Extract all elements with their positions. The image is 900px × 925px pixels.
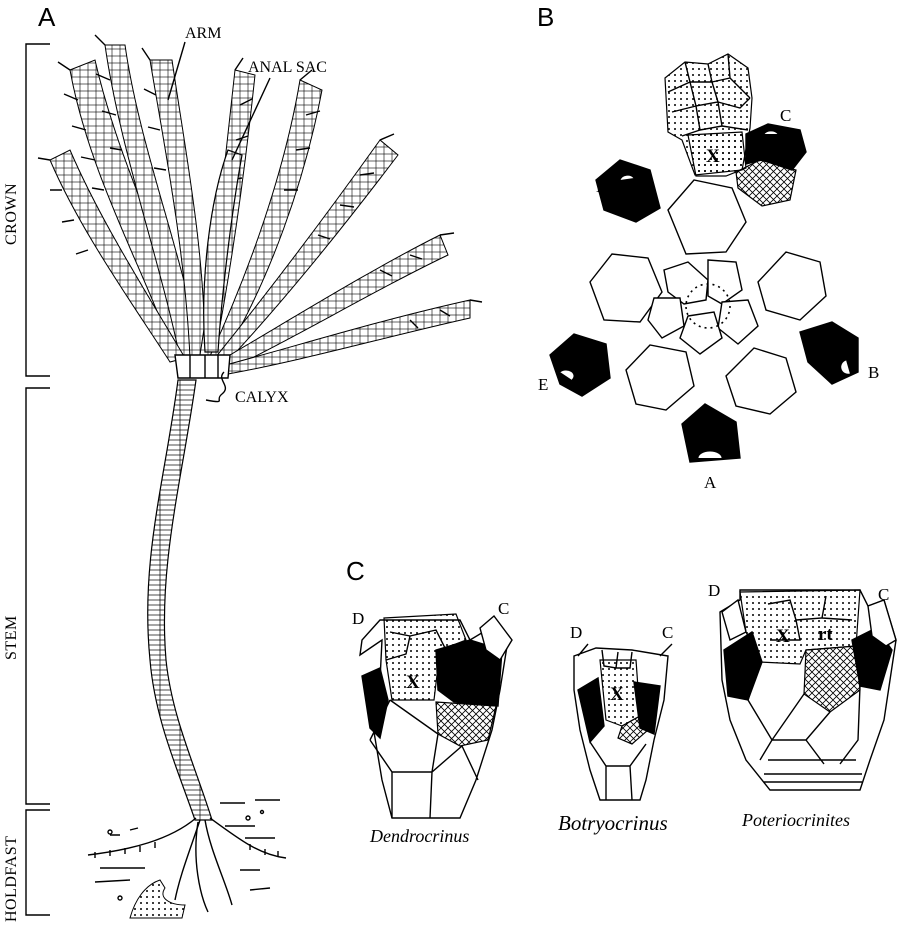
panel-c-letter: C: [346, 556, 365, 586]
ray-a-label: A: [704, 473, 717, 492]
anal-series: X: [664, 53, 797, 207]
ray-d: D: [595, 159, 661, 223]
calyx-label: CALYX: [235, 389, 289, 406]
dendrocrinus-c-label: C: [498, 599, 509, 618]
botryocrinus-x: X: [610, 684, 624, 705]
holdfast-label: HOLDFAST: [3, 836, 20, 922]
anal-sac-leader: [231, 77, 271, 161]
panel-b-letter: B: [537, 2, 554, 32]
ray-c: C: [745, 106, 807, 171]
crown-arms: [37, 34, 483, 375]
panel-b-x-plate: X: [706, 146, 720, 167]
calyx-plates: [589, 179, 827, 415]
dendrocrinus-name: Dendrocrinus: [369, 826, 469, 846]
poteriocrinites-x: X: [776, 626, 790, 647]
ray-e-label: E: [538, 375, 548, 394]
calyx: [174, 354, 231, 379]
calyx-brace: [205, 371, 227, 403]
ray-b-label: B: [868, 363, 879, 382]
dendrocrinus-d-label: D: [352, 609, 364, 628]
botryocrinus-calyx: X D C Botryocrinus: [558, 623, 673, 835]
anal-sac-label: ANAL SAC: [248, 59, 327, 76]
holdfast-bracket: HOLDFAST: [3, 809, 50, 922]
dendrocrinus-x: X: [406, 672, 420, 693]
ray-b: B: [799, 321, 879, 385]
stem-bracket: STEM: [3, 387, 50, 805]
botryocrinus-c-label: C: [662, 623, 673, 642]
holdfast-rock: [129, 879, 186, 919]
poteriocrinites-name: Poteriocrinites: [741, 810, 850, 830]
poteriocrinites-d-label: D: [708, 581, 720, 600]
stem-label: STEM: [3, 615, 20, 660]
panel-c: C X D C Dendrocrinus X D C Botryoc: [346, 556, 897, 846]
holdfast: [87, 799, 287, 919]
poteriocrinites-c-label: C: [878, 585, 889, 604]
stem: [147, 379, 213, 821]
crown-label: CROWN: [3, 183, 20, 245]
panel-b: B X C D E B: [537, 2, 879, 492]
ray-d-label: D: [596, 177, 608, 196]
ray-e: E: [538, 333, 611, 397]
arm-leader: [167, 41, 186, 101]
arm-label: ARM: [185, 25, 221, 42]
panel-a-letter: A: [38, 2, 56, 32]
ray-a: A: [681, 403, 741, 492]
poteriocrinites-rt: rt: [818, 624, 833, 645]
ray-c-label: C: [780, 106, 791, 125]
panel-a: A CROWN STEM HOLDFAST: [3, 2, 483, 922]
anal-sac: [203, 149, 243, 353]
crown-bracket: CROWN: [3, 43, 50, 377]
dendrocrinus-calyx: X D C Dendrocrinus: [352, 599, 513, 846]
poteriocrinites-calyx: X rt D C Poteriocrinites: [708, 581, 897, 830]
botryocrinus-name: Botryocrinus: [558, 811, 668, 835]
botryocrinus-d-label: D: [570, 623, 582, 642]
